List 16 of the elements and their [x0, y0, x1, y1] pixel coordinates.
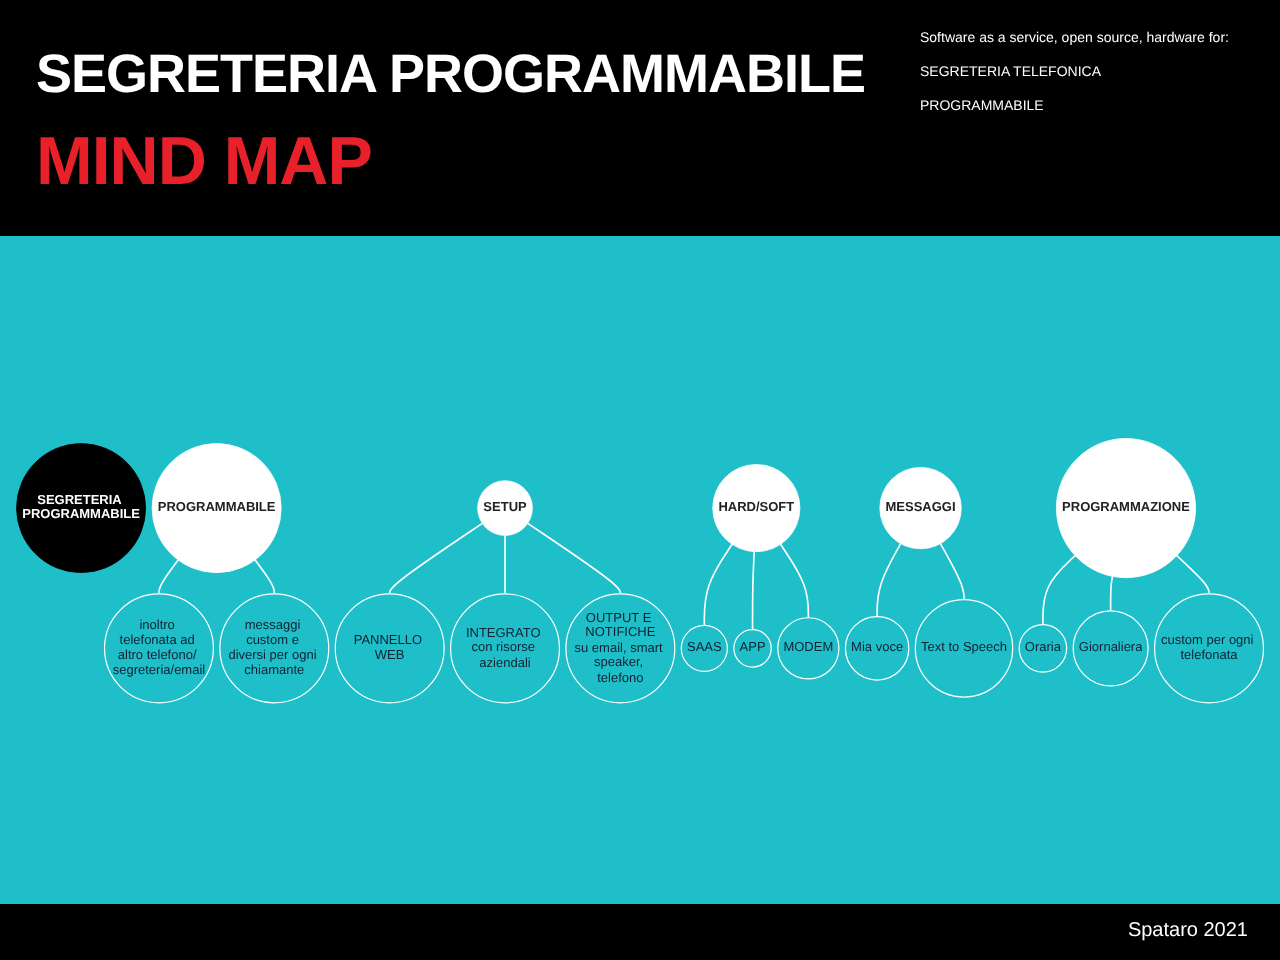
connector: [703, 542, 733, 626]
connector: [751, 550, 755, 630]
connector: [526, 521, 622, 595]
connector: [1176, 554, 1210, 595]
connector: [876, 542, 902, 617]
connector: [779, 542, 810, 618]
connector: [1109, 574, 1114, 612]
credit-text: Spataro 2021: [1127, 920, 1248, 942]
connector: [254, 558, 276, 595]
connector: [388, 521, 484, 595]
connector: [1042, 554, 1076, 625]
title: SEGRETERIA PROGRAMMABILE: [36, 44, 866, 106]
subtitle: MIND MAP: [36, 124, 372, 202]
connector: [939, 542, 965, 600]
connector: [504, 534, 506, 595]
connector: [158, 558, 179, 595]
